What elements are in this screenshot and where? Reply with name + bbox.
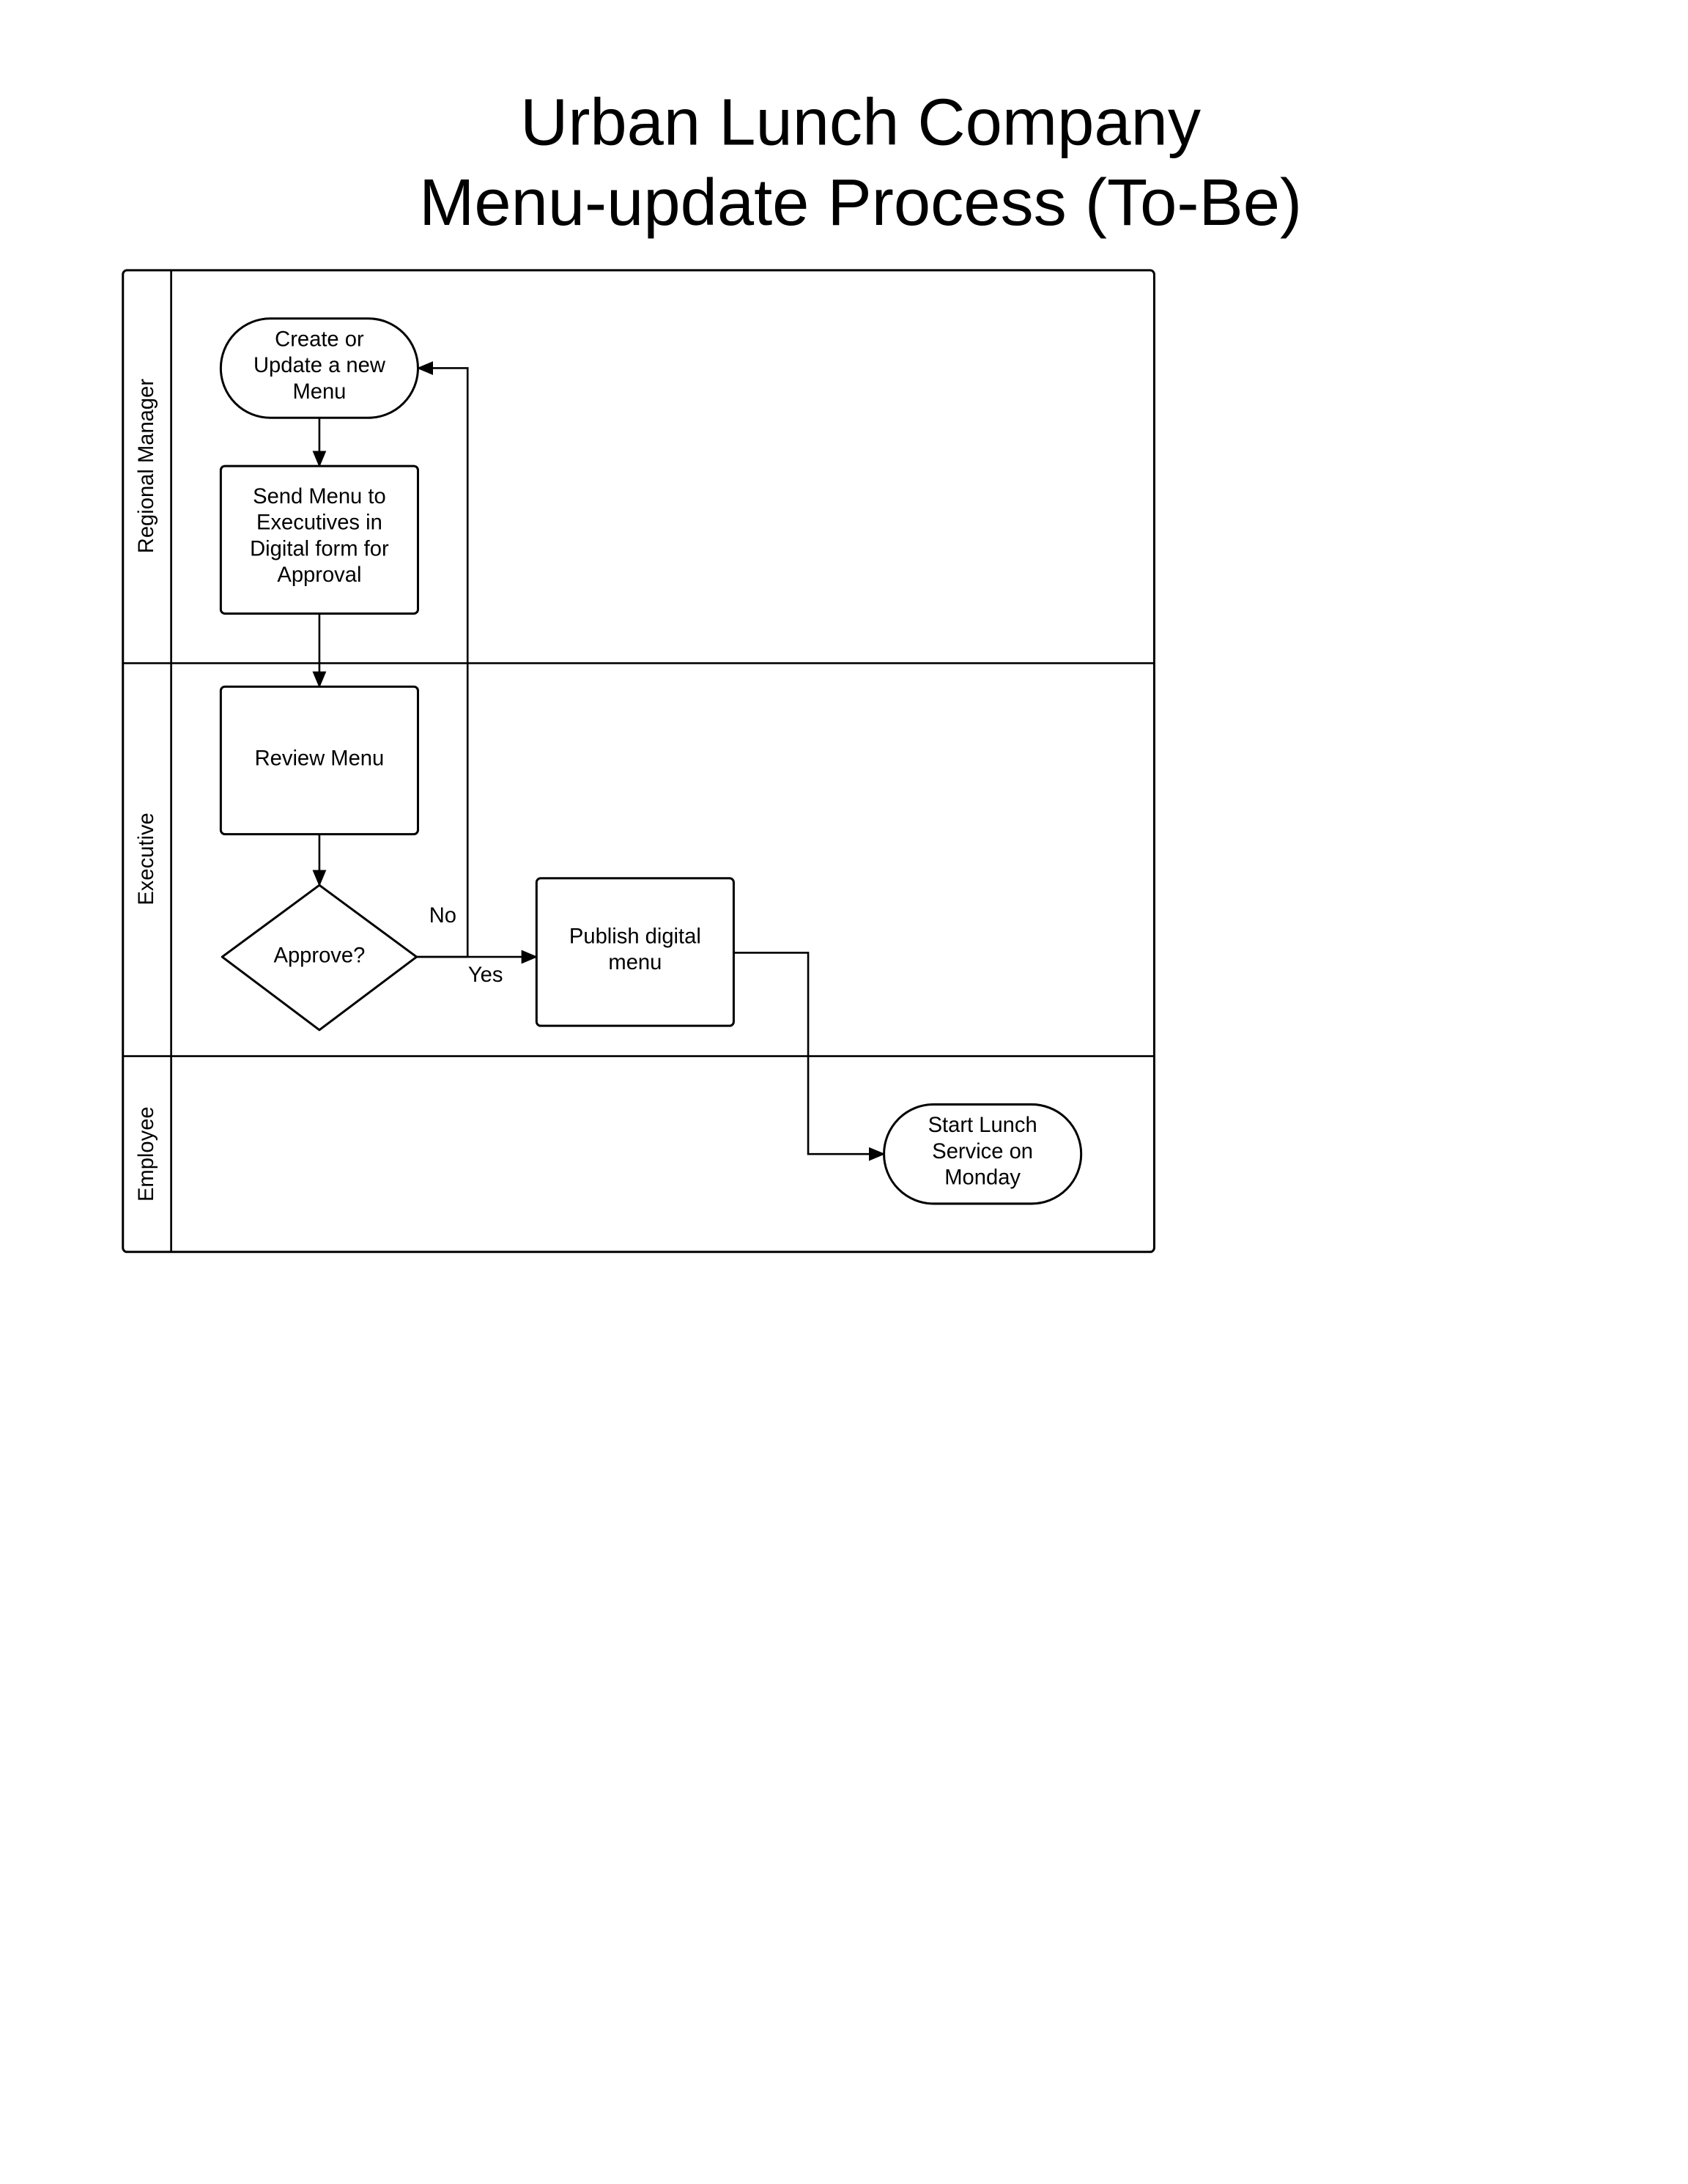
node-publish-menu: Publish digital menu [535,877,735,1027]
node-text: Executives in [256,511,382,535]
lane-label-employee: Employee [135,1106,158,1202]
node-create-menu: Create or Update a new Menu [219,317,419,419]
node-text: Digital form for [250,537,389,560]
lane-label-executive: Executive [135,812,158,905]
node-text: Send Menu to [253,485,386,508]
node-text: Approve? [274,944,366,968]
edge-label-no: No [429,904,456,928]
node-approve-decision: Approve? [221,884,418,1032]
node-start-lunch: Start Lunch Service on Monday [883,1103,1083,1205]
node-text: Approval [277,563,361,587]
edge-publish-to-start [733,952,886,1161]
edge-label-yes: Yes [468,963,503,987]
node-text: Service on [932,1140,1033,1163]
node-text: Review Menu [255,747,385,770]
node-review-menu: Review Menu [219,685,419,836]
node-text: Create or [275,327,364,351]
node-text: Start Lunch [928,1114,1037,1137]
node-text: Monday [944,1166,1021,1190]
node-text: menu [608,951,662,974]
node-text: Publish digital [569,925,701,948]
node-text: Menu [292,380,346,404]
node-send-menu: Send Menu to Executives in Digital form … [219,464,419,615]
lane-label-regional-manager: Regional Manager [135,379,158,554]
title-line-2: Menu-update Process (To-Be) [419,166,1302,240]
title-line-1: Urban Lunch Company [520,86,1201,160]
node-text: Update a new [253,354,386,377]
